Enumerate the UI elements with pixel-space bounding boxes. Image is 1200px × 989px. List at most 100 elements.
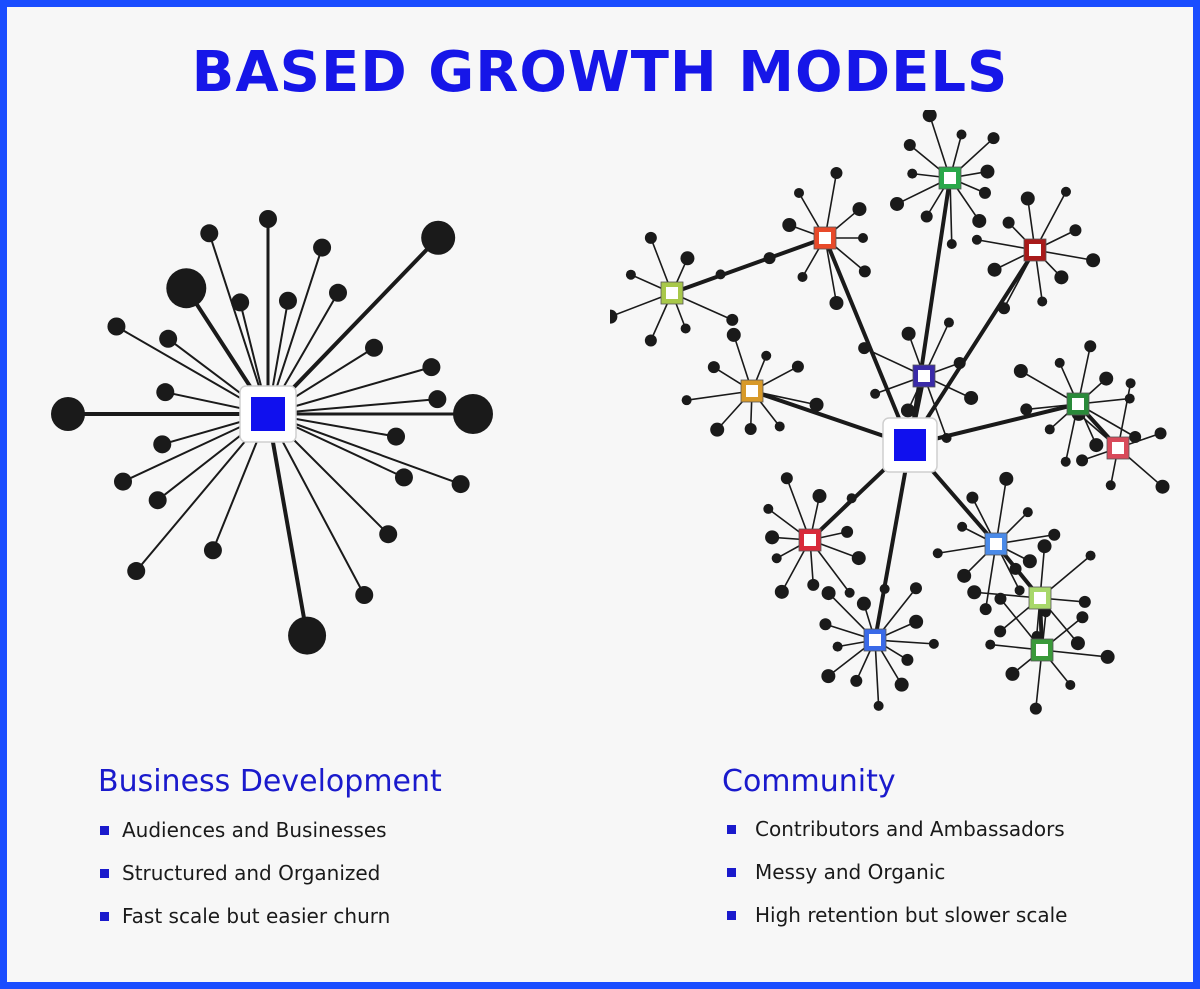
connector-line (908, 402, 1080, 447)
leaf-node (900, 403, 915, 418)
business-development-diagram (51, 210, 493, 655)
leaf-node (681, 395, 692, 406)
leaf-node (851, 551, 866, 566)
bullet-square-icon (727, 911, 736, 920)
connector-line (266, 412, 310, 638)
leaf-node (1020, 191, 1035, 206)
bullet-square-icon (727, 825, 736, 834)
leaf-node (159, 329, 178, 348)
leaf-node (1100, 649, 1115, 664)
leaf-node (148, 491, 167, 510)
leaf-node (971, 234, 982, 245)
leaf-node (879, 583, 890, 594)
leaf-node (707, 361, 720, 374)
leaf-node (153, 435, 172, 454)
leaf-node (858, 233, 868, 243)
leaf-node (909, 614, 924, 629)
leaf-node (1129, 431, 1142, 443)
sub-hub-center (746, 385, 758, 397)
leaf-node (841, 525, 854, 538)
leaf-node (903, 139, 916, 152)
leaf-node (1155, 479, 1170, 494)
leaf-node (1029, 702, 1042, 715)
leaf-node (774, 421, 785, 432)
leaf-node (761, 350, 772, 361)
leaf-node (365, 338, 384, 357)
central-hub-node (894, 429, 926, 461)
leaf-node (200, 224, 219, 243)
connector-line (823, 236, 912, 447)
leaf-node (313, 238, 332, 257)
sub-hub-center (990, 538, 1002, 550)
leaf-node (972, 213, 987, 228)
leaf-node (625, 269, 636, 280)
sub-hub-center (1112, 442, 1124, 454)
connector-line (267, 413, 462, 486)
leaf-node (967, 585, 982, 600)
sub-hub-center (1036, 644, 1048, 656)
leaf-node (782, 218, 797, 233)
leaf-node (870, 388, 881, 399)
leaf-node (1014, 585, 1025, 596)
leaf-node (830, 167, 843, 180)
leaf-node (387, 427, 406, 446)
leaf-node (966, 491, 979, 504)
leaf-node (980, 164, 995, 179)
sub-hub-center (1034, 592, 1046, 604)
connector-line (208, 232, 269, 415)
leaf-node (1099, 371, 1114, 386)
sub-hub-center (869, 634, 881, 646)
leaf-node (1022, 554, 1037, 569)
leaf-node (1031, 630, 1042, 641)
leaf-node (451, 475, 470, 494)
leaf-node (978, 186, 991, 199)
leaf-node (907, 168, 918, 179)
leaf-node (994, 625, 1007, 638)
sub-hub-center (1029, 244, 1041, 256)
leaf-node (829, 295, 844, 310)
leaf-node (941, 433, 952, 444)
leaf-node (1089, 438, 1104, 453)
leaf-node (901, 653, 914, 666)
leaf-node (797, 271, 808, 282)
sub-hub-center (666, 287, 678, 299)
leaf-node (1125, 378, 1136, 389)
community-diagram (610, 110, 1170, 715)
leaf-node (1005, 666, 1020, 681)
leaf-node (1037, 539, 1052, 554)
bullet-square-icon (100, 912, 109, 921)
leaf-node (957, 568, 972, 583)
leaf-node (1037, 296, 1048, 307)
sub-hub-center (944, 172, 956, 184)
leaf-node (932, 548, 943, 559)
leaf-node (765, 530, 780, 545)
leaf-node (428, 390, 447, 409)
leaf-node (852, 202, 867, 217)
leaf-node (1002, 216, 1015, 229)
leaf-node (1013, 364, 1028, 378)
leaf-node (821, 669, 836, 684)
page-title: BASED GROWTH MODELS (191, 40, 1009, 105)
leaf-node (1154, 427, 1167, 440)
leaf-node (1086, 253, 1101, 268)
leaf-node (894, 677, 909, 692)
leaf-node (231, 293, 250, 312)
leaf-node (946, 238, 957, 249)
leaf-node (821, 586, 836, 601)
connector-line (266, 235, 441, 416)
sub-hub-center (819, 232, 831, 244)
leaf-node (680, 323, 691, 334)
leaf-node (999, 471, 1014, 486)
bullet-square-icon (100, 869, 109, 878)
leaf-node (1076, 454, 1089, 467)
leaf-node (964, 390, 979, 405)
community-heading: Community (722, 764, 896, 799)
leaf-node (994, 592, 1007, 605)
leaf-node (850, 674, 863, 687)
leaf-node (1076, 611, 1089, 624)
leaf-node (858, 342, 871, 355)
leaf-node (355, 586, 374, 605)
leaf-node (943, 317, 954, 328)
leaf-node (807, 578, 820, 591)
leaf-node (1069, 224, 1082, 237)
